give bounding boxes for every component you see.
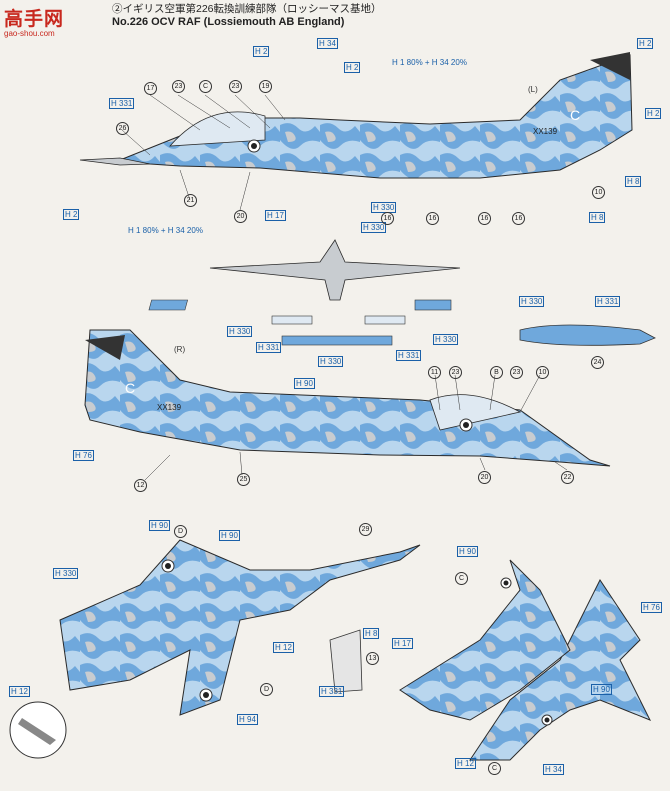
label-h2-d: H 2	[645, 108, 662, 119]
callout: D	[260, 683, 273, 696]
callout: D	[174, 525, 187, 538]
label-h8-a: H 8	[625, 176, 642, 187]
page-header: ②イギリス空軍第226転換訓練部隊（ロッシーマス基地） No.226 OCV R…	[112, 3, 382, 29]
callout: 17	[144, 82, 157, 95]
right-side-view: XX139 C	[84, 329, 611, 467]
logo-url: gao-shou.com	[4, 29, 55, 38]
callout: 16	[381, 212, 394, 225]
label-h8-b: H 8	[589, 212, 606, 223]
label-h2-a: H 2	[253, 46, 270, 57]
label-h34-b: H 34	[543, 764, 564, 775]
label-h90-a: H 90	[294, 378, 315, 389]
label-h331-d: H 331	[595, 296, 621, 307]
callout: 16	[512, 212, 525, 225]
label-h2-c: H 2	[637, 38, 654, 49]
callout: 25	[237, 473, 250, 486]
label-h90-d: H 90	[457, 546, 478, 557]
callout: 10	[592, 186, 605, 199]
label-h331-b: H 331	[256, 342, 282, 353]
callout: 12	[134, 479, 147, 492]
label-h12-c: H 12	[455, 758, 476, 769]
site-logo: 高手网 gao-shou.com	[4, 4, 84, 38]
callout: 16	[478, 212, 491, 225]
callout: 20	[478, 471, 491, 484]
callout: 16	[426, 212, 439, 225]
callout: 11	[428, 366, 441, 379]
label-h330-e: H 330	[433, 334, 459, 345]
callout: 23	[449, 366, 462, 379]
callout: C	[199, 80, 212, 93]
label-h330-d: H 330	[318, 356, 344, 367]
label-h330-f: H 330	[519, 296, 545, 307]
label-h330-b: H 330	[361, 222, 387, 233]
svg-text:C: C	[570, 107, 580, 123]
label-h17-a: H 17	[265, 210, 286, 221]
callout: 21	[184, 194, 197, 207]
label-h331-a: H 331	[109, 98, 135, 109]
label-h330-a: H 330	[371, 202, 397, 213]
top-view	[9, 539, 421, 759]
callout: 19	[259, 80, 272, 93]
callout: C	[488, 762, 501, 775]
label-h94-a: H 94	[237, 714, 258, 725]
label-h2-e: H 2	[63, 209, 80, 220]
label-h76-b: H 76	[641, 602, 662, 613]
callout: 23	[510, 366, 523, 379]
label-h8-c: H 8	[363, 628, 380, 639]
serial-right: XX139	[157, 403, 182, 412]
label-h17-b: H 17	[392, 638, 413, 649]
label-R: (R)	[174, 345, 186, 354]
label-h12-a: H 12	[273, 642, 294, 653]
label-h90-c: H 90	[219, 530, 240, 541]
label-h331-c: H 331	[396, 350, 422, 361]
serial-left: XX139	[533, 127, 558, 136]
label-h330-g: H 330	[53, 568, 79, 579]
callout: C	[455, 572, 468, 585]
label-h90-e: H 90	[591, 684, 612, 695]
label-h12-b: H 12	[9, 686, 30, 697]
label-h330-c: H 330	[227, 326, 253, 337]
callout: 24	[591, 356, 604, 369]
callout: 23	[229, 80, 242, 93]
left-side-view: XX139 C	[79, 52, 633, 179]
underside-view	[329, 559, 652, 761]
label-h76-a: H 76	[73, 450, 94, 461]
callout: B	[490, 366, 503, 379]
label-mix-a: H 1 80% + H 34 20%	[392, 58, 467, 67]
label-h90-b: H 90	[149, 520, 170, 531]
callout: 26	[116, 122, 129, 135]
header-jp-title: ②イギリス空軍第226転換訓練部隊（ロッシーマス基地）	[112, 3, 382, 15]
callout: 23	[172, 80, 185, 93]
label-h331-e: H 331	[319, 686, 345, 697]
callout: 13	[366, 652, 379, 665]
header-en-title: No.226 OCV RAF (Lossiemouth AB England)	[112, 16, 345, 28]
svg-text:C: C	[125, 380, 135, 396]
logo-text: 高手网	[4, 8, 65, 30]
label-h2-b: H 2	[344, 62, 361, 73]
callout: 29	[359, 523, 372, 536]
label-h34-a: H 34	[317, 38, 338, 49]
callout: 22	[561, 471, 574, 484]
front-view	[148, 239, 656, 346]
label-mix-b: H 1 80% + H 34 20%	[128, 226, 203, 235]
callout: 10	[536, 366, 549, 379]
label-L: (L)	[528, 85, 538, 94]
callout: 20	[234, 210, 247, 223]
